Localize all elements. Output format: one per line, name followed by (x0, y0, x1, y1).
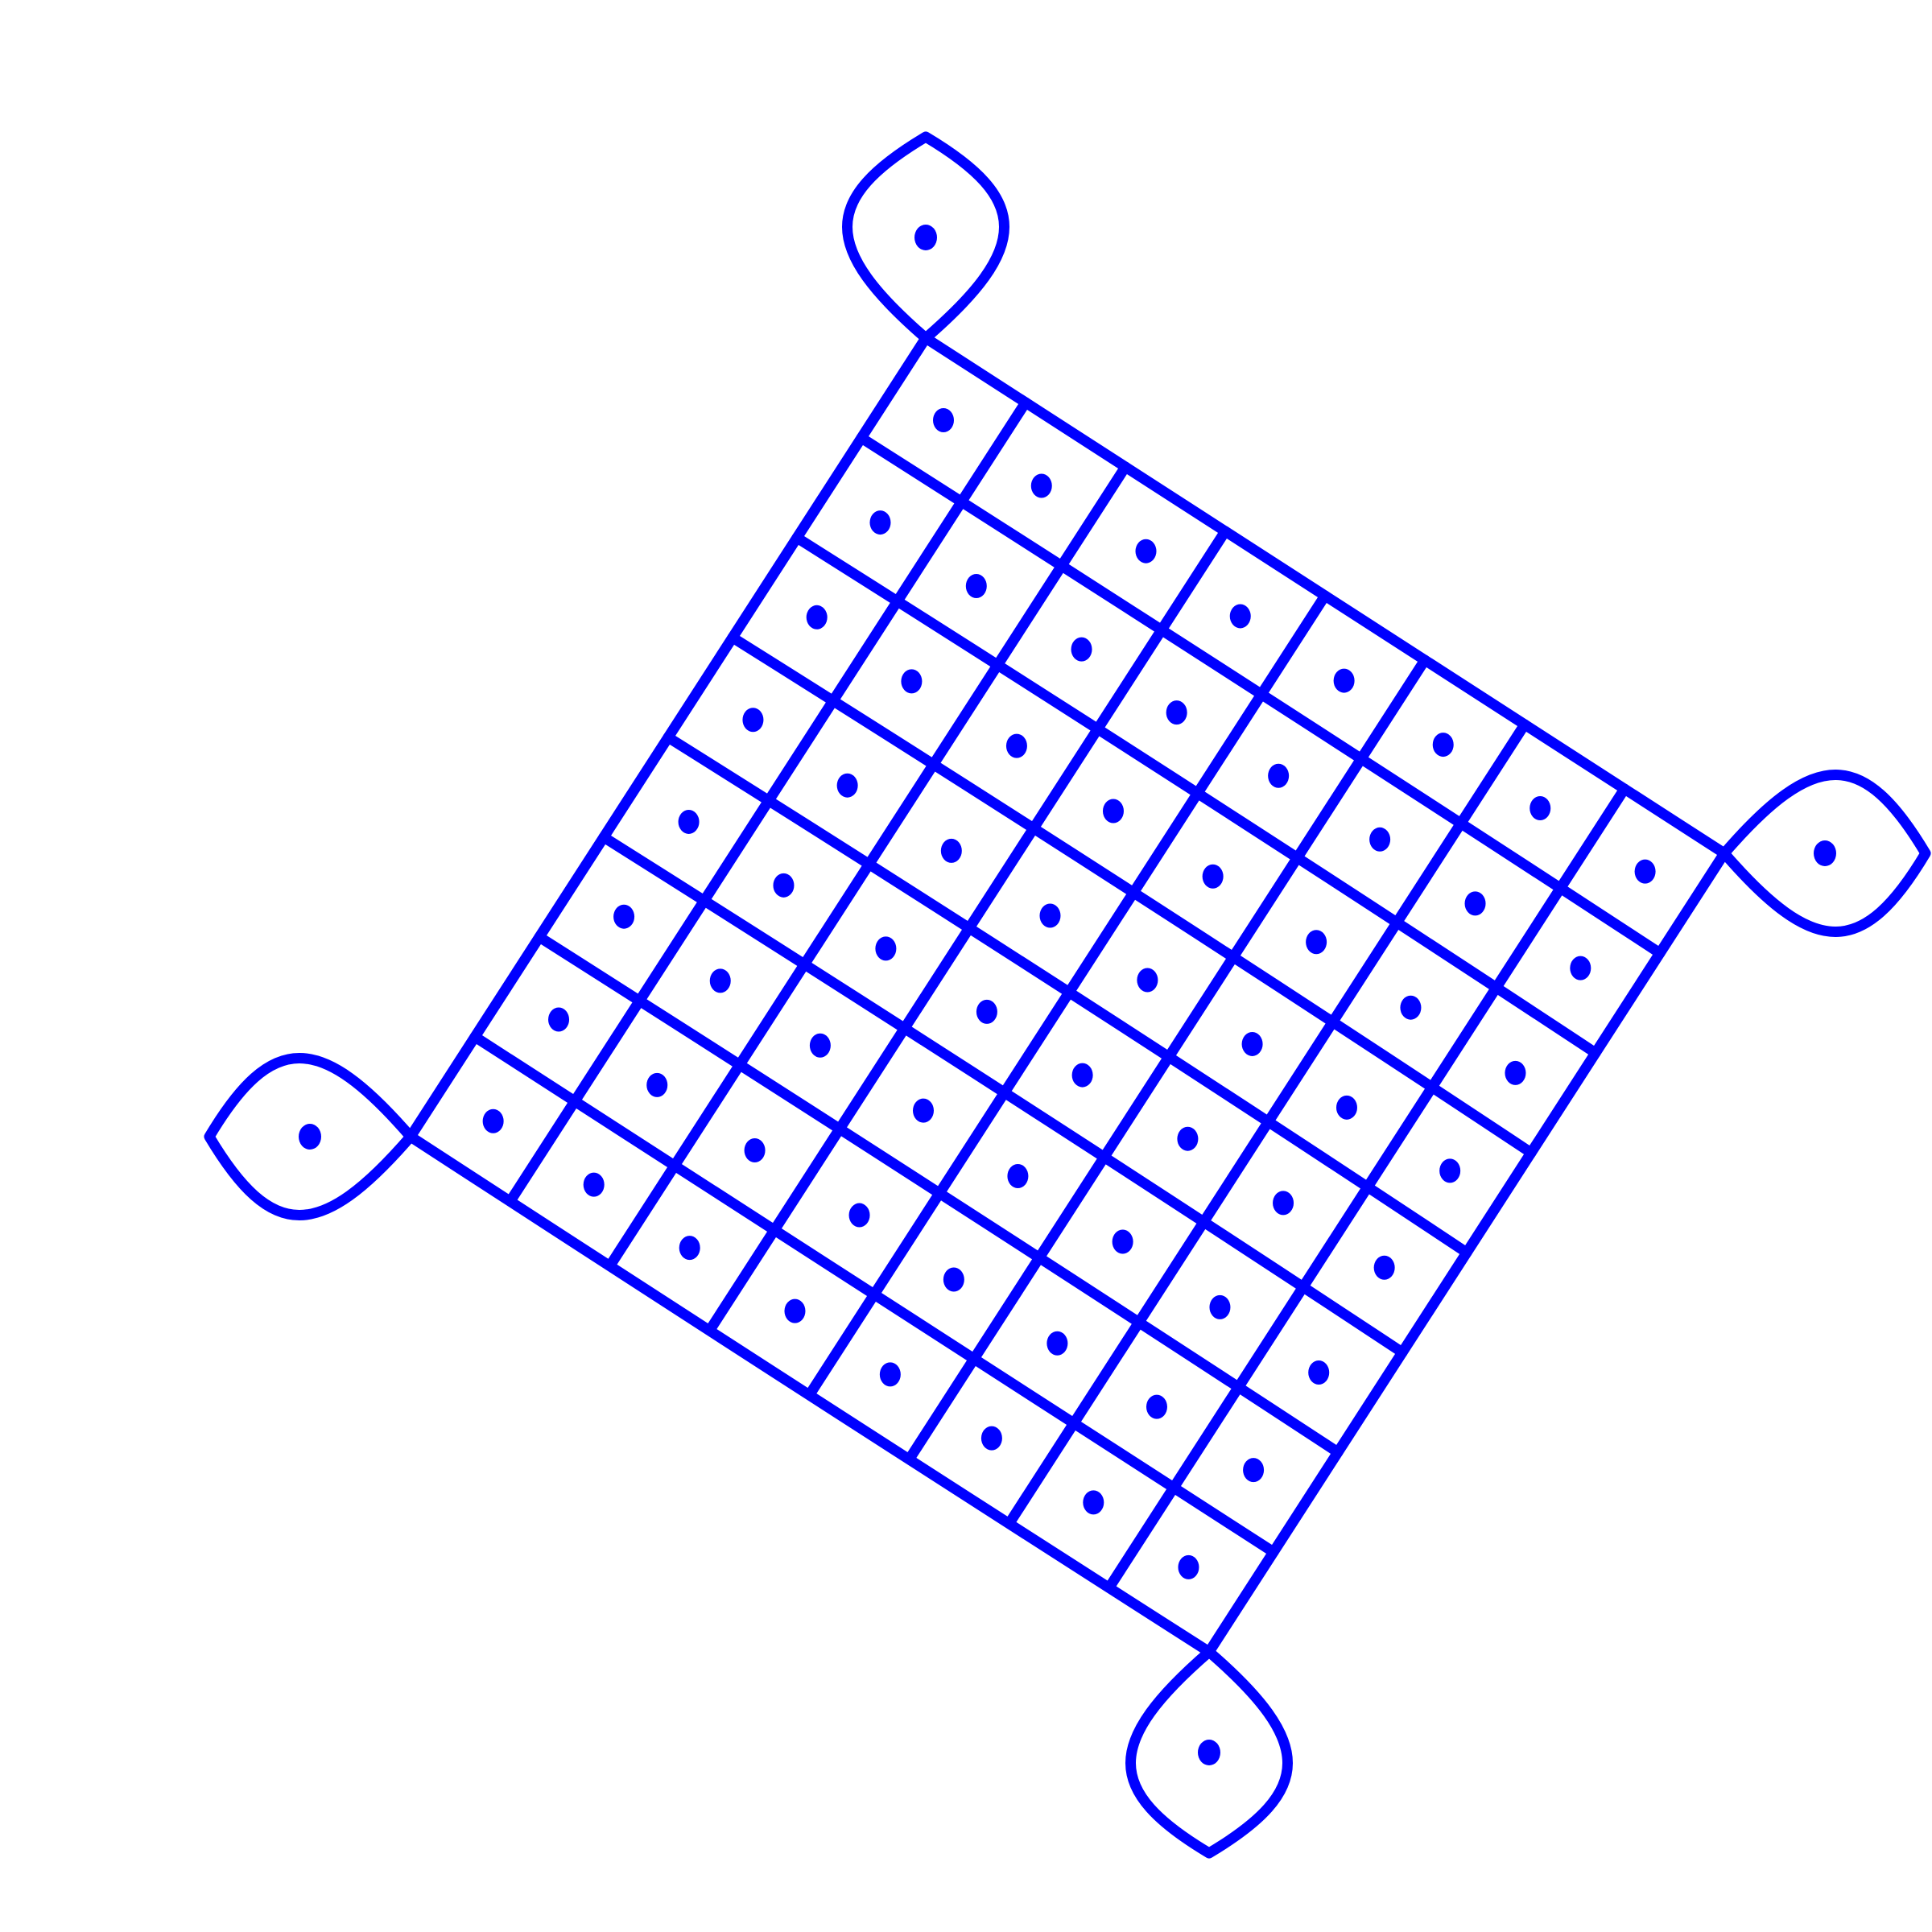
kolam-dot (809, 1033, 831, 1058)
kolam-dot (583, 1172, 605, 1197)
kolam-dot (1505, 1060, 1526, 1085)
kolam-dot (299, 1124, 321, 1150)
kolam-petal-2 (204, 1053, 416, 1220)
kolam-dot (1198, 1740, 1220, 1765)
kolam-dot (548, 1007, 570, 1032)
kolam-line-col-0 (405, 332, 931, 1142)
kolam-dot (1634, 859, 1656, 884)
kolam-dot (679, 1236, 700, 1261)
kolam-line-col-7 (1104, 783, 1630, 1593)
kolam-dot (1102, 799, 1124, 824)
kolam-dot (1570, 956, 1591, 980)
kolam-dot (613, 904, 635, 929)
kolam-dot (836, 773, 858, 798)
kolam-dot (1333, 668, 1355, 693)
kolam-line-col-4 (804, 590, 1331, 1400)
kolam-line-col-8 (1203, 848, 1730, 1657)
kolam-dot (965, 574, 987, 599)
kolam-dot (646, 1072, 668, 1097)
kolam-dot (1241, 1031, 1263, 1056)
kolam-dot (1135, 539, 1157, 564)
kolam-dot (1177, 1126, 1199, 1151)
kolam-line-col-6 (1004, 719, 1530, 1529)
kolam-dot (1137, 968, 1158, 993)
kolam-dot (773, 873, 795, 898)
kolam-dot (848, 1203, 870, 1228)
kolam-dot (744, 1137, 766, 1162)
kolam-dot (1202, 864, 1224, 889)
kolam-dot (1007, 1163, 1029, 1188)
kolam-dot (1439, 1158, 1461, 1183)
kolam-dot (1335, 1095, 1357, 1120)
kolam-dot (482, 1108, 504, 1133)
kolam-dot (976, 999, 997, 1024)
kolam-dot (1432, 733, 1454, 758)
kolam-dot (742, 708, 764, 733)
kolam-dot (784, 1298, 806, 1323)
kolam-dot (1306, 930, 1327, 955)
kolam-line-col-1 (505, 397, 1031, 1207)
kolam-petal-0 (842, 131, 1009, 344)
kolam-dot (875, 936, 897, 961)
kolam-dot (1071, 637, 1092, 662)
kolam-dot (678, 809, 700, 834)
kolam-dot (1209, 1294, 1231, 1319)
kolam-lattice (405, 332, 1730, 1657)
kolam-dot (943, 1267, 964, 1292)
kolam-dot (1530, 796, 1551, 821)
kolam-dot (933, 408, 954, 432)
kolam-dot (912, 1098, 934, 1123)
kolam-dot (1273, 1191, 1294, 1216)
kolam-dot (1400, 995, 1422, 1020)
kolam-dot (1229, 604, 1251, 629)
kolam-dot (1071, 1063, 1093, 1088)
kolam-dot (1166, 700, 1187, 725)
kolam-dot (879, 1362, 901, 1387)
kolam-dot (1464, 891, 1486, 916)
kolam-dot (806, 605, 828, 630)
kolam-dot (1146, 1394, 1167, 1419)
kolam-dot (980, 1426, 1002, 1451)
kolam-dot (1030, 473, 1052, 498)
kolam-dot (1814, 840, 1836, 866)
kolam-dot (901, 669, 923, 694)
kolam-line-col-3 (704, 526, 1231, 1335)
kolam-dot (1083, 1490, 1104, 1515)
kolam-dot (1178, 1554, 1199, 1579)
kolam-dot (914, 225, 937, 250)
kolam-petal-3 (1719, 770, 1931, 937)
kolam-dot (869, 510, 891, 535)
kolam-dot (1268, 763, 1290, 788)
kolam-petals (204, 131, 1931, 1859)
kolam-line-col-2 (605, 461, 1131, 1271)
kolam-dot (940, 838, 962, 863)
kolam-petal-1 (1125, 1646, 1293, 1859)
kolam-dot (1112, 1229, 1133, 1254)
kolam-dot (1243, 1458, 1265, 1483)
kolam-dot (1005, 733, 1027, 758)
kolam-line-col-5 (904, 654, 1430, 1464)
kolam-dot (1046, 1331, 1068, 1356)
kolam-dots (299, 225, 1836, 1765)
kolam-dot (1039, 903, 1061, 928)
kolam-dot (709, 968, 731, 993)
kolam-dot (1308, 1360, 1330, 1385)
kolam-dot (1369, 827, 1391, 852)
kolam-dot (1373, 1255, 1395, 1280)
